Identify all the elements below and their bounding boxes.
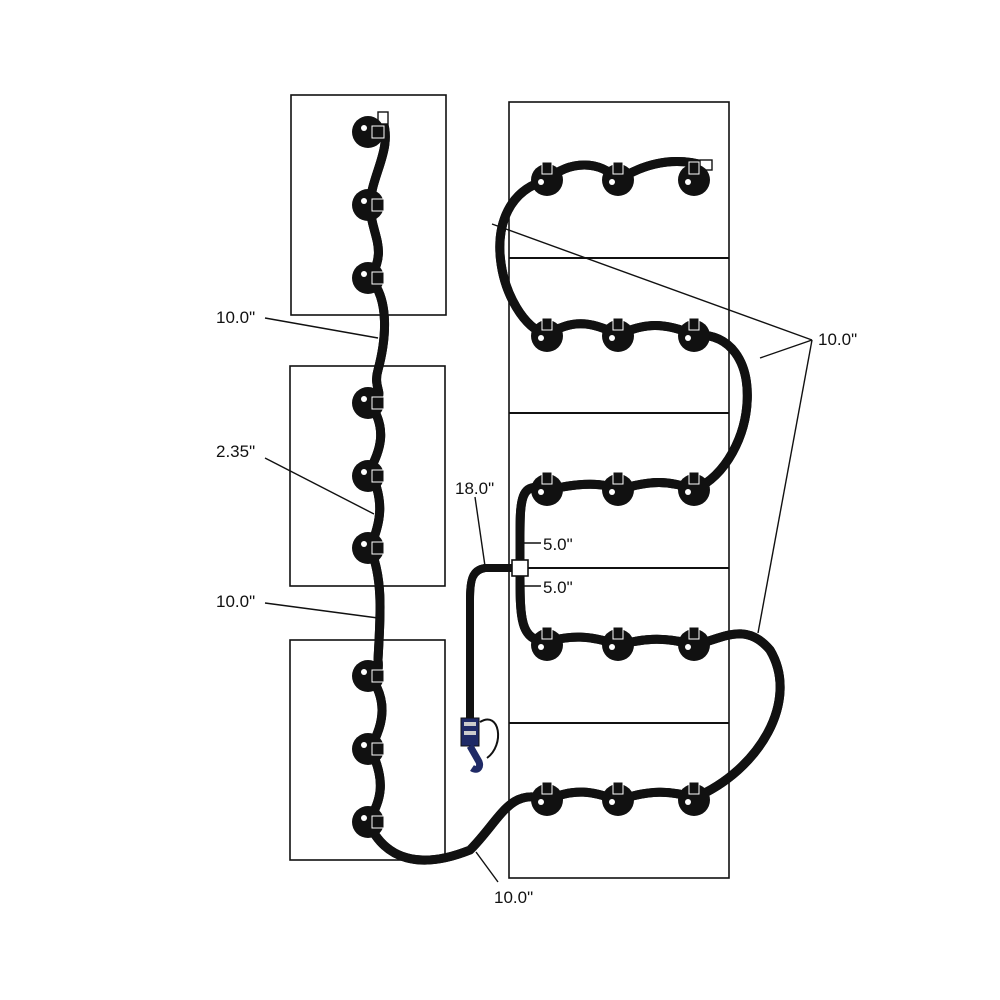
battery-left-bottom	[289, 639, 446, 861]
valves-right	[530, 161, 711, 817]
quick-connector	[460, 717, 500, 773]
label-left-upper: 10.0"	[216, 308, 255, 327]
label-left-middle: 2.35"	[216, 442, 255, 461]
label-center-main: 18.0"	[455, 479, 494, 498]
battery-left-middle	[289, 365, 446, 587]
label-left-lower: 10.0"	[216, 592, 255, 611]
label-tee-lower: 5.0"	[543, 578, 573, 597]
tee-fitting	[511, 559, 529, 577]
battery-right-stack	[508, 101, 730, 879]
battery-left-top	[290, 94, 447, 316]
dimension-labels: 10.0" 2.35" 10.0" 10.0" 18.0" 5.0" 5.0" …	[216, 308, 857, 907]
end-cap-left	[377, 111, 389, 125]
leader-lines	[264, 223, 813, 883]
label-bottom: 10.0"	[494, 888, 533, 907]
tubing	[363, 113, 780, 860]
label-right-group: 10.0"	[818, 330, 857, 349]
label-tee-upper: 5.0"	[543, 535, 573, 554]
